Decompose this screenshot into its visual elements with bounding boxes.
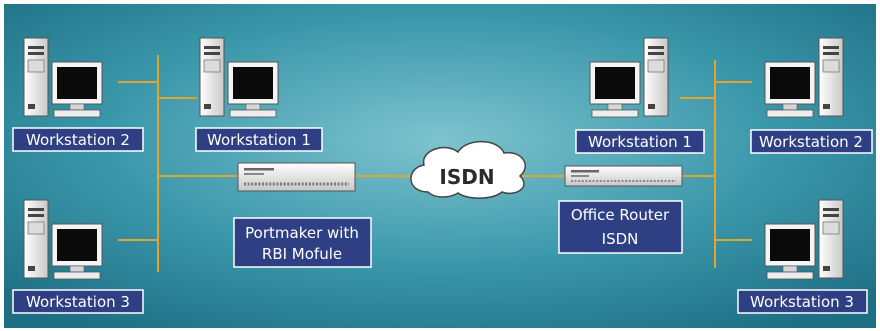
device-label-line2: ISDN (602, 230, 639, 248)
right-workstation-3: Workstation 3 (737, 199, 868, 314)
device-label-line2: RBI Mofule (262, 245, 342, 263)
left-workstation-3: Workstation 3 (12, 199, 144, 314)
workstation-label: Workstation 1 (588, 133, 692, 151)
router-icon (564, 165, 683, 187)
right-wiring (522, 60, 752, 268)
portmaker-device: Portmaker with RBI Mofule (233, 162, 372, 268)
label-box (195, 127, 323, 152)
workstation-label: Workstation 2 (26, 131, 130, 149)
workstation-label: Workstation 1 (207, 131, 311, 149)
cloud-label: ISDN (439, 165, 494, 189)
label-box (750, 129, 873, 154)
office-router-device: Office Router ISDN (558, 165, 683, 254)
device-label-line1: Portmaker with (245, 224, 359, 242)
workstation-label: Workstation 3 (26, 293, 130, 311)
label-box (12, 127, 144, 152)
label-box (12, 289, 144, 314)
rack-switch-icon (237, 162, 356, 192)
workstation-label: Workstation 2 (759, 133, 863, 151)
right-workstation-1: Workstation 1 (575, 37, 705, 154)
isdn-cloud: ISDN (410, 140, 526, 199)
cloud-icon (410, 140, 526, 199)
label-box (233, 217, 372, 268)
left-workstation-2: Workstation 2 (12, 37, 144, 152)
right-workstation-2: Workstation 2 (750, 37, 873, 154)
workstation-label: Workstation 3 (750, 293, 854, 311)
left-wiring (118, 55, 420, 272)
left-workstation-1: Workstation 1 (195, 37, 323, 152)
label-box (558, 200, 683, 254)
label-box (737, 289, 868, 314)
device-label-line1: Office Router (571, 206, 670, 224)
label-box (575, 129, 705, 154)
